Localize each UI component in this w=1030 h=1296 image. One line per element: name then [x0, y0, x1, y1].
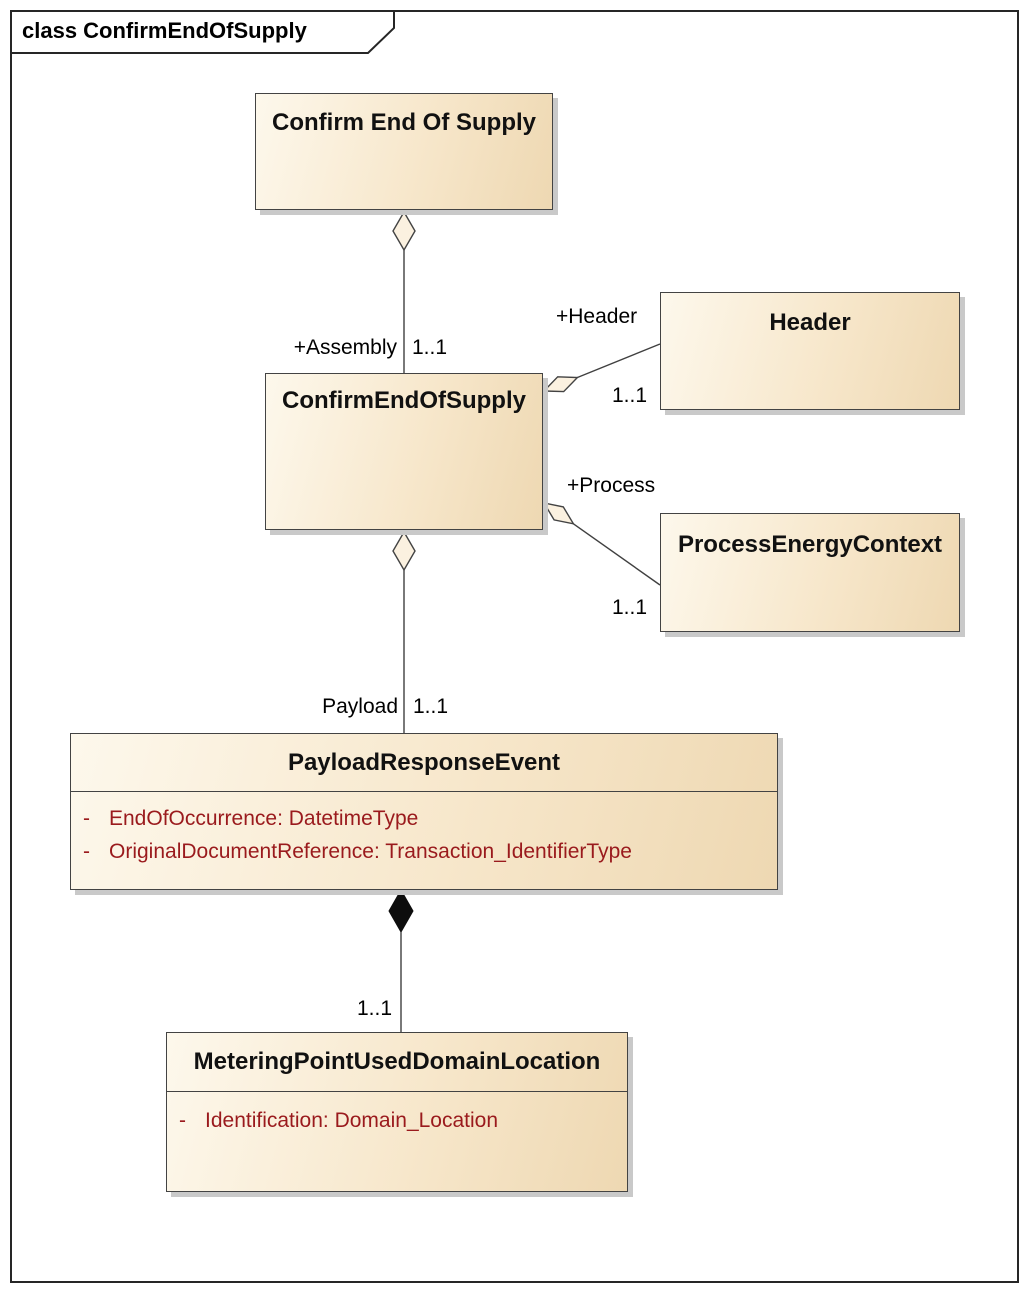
attribute-visibility: - — [83, 807, 90, 830]
aggregation-diamond-icon — [392, 530, 416, 572]
multiplicity-label-header: 1..1 — [612, 384, 648, 407]
aggregation-diamond-icon — [392, 210, 416, 252]
role-label-assembly: +Assembly — [293, 336, 397, 359]
attribute-text: EndOfOccurrence: DatetimeType — [109, 807, 419, 830]
class-name: ProcessEnergyContext — [677, 531, 943, 558]
connector-process — [572, 523, 661, 586]
class-box-process-energy-context[interactable]: ProcessEnergyContext — [660, 513, 960, 632]
attribute-visibility: - — [83, 840, 90, 863]
class-attribute: - OriginalDocumentReference: Transaction… — [71, 835, 777, 868]
class-attribute: - EndOfOccurrence: DatetimeType — [71, 802, 777, 835]
role-label-header: +Header — [556, 305, 638, 328]
class-name: Header — [769, 309, 851, 336]
role-label-process: +Process — [567, 474, 656, 497]
role-label-payload: Payload — [322, 695, 398, 718]
connector-header — [577, 343, 661, 379]
multiplicity-label-process: 1..1 — [612, 596, 648, 619]
class-box-confirm-end-of-supply-root[interactable]: Confirm End Of Supply — [255, 93, 553, 210]
multiplicity-label-payload: 1..1 — [413, 695, 449, 718]
attribute-text: OriginalDocumentReference: Transaction_I… — [109, 840, 632, 863]
aggregation-diamond-icon — [542, 502, 575, 525]
class-name: Confirm End Of Supply — [272, 109, 536, 136]
diagram-frame — [10, 10, 1019, 1283]
class-name: PayloadResponseEvent — [287, 748, 561, 776]
class-box-metering-point-used-domain-location[interactable]: MeteringPointUsedDomainLocation - Identi… — [166, 1032, 628, 1192]
diagram-title-tab — [10, 10, 395, 54]
class-box-payload-response-event[interactable]: PayloadResponseEvent - EndOfOccurrence: … — [70, 733, 778, 890]
class-name: MeteringPointUsedDomainLocation — [193, 1048, 601, 1075]
attribute-visibility: - — [179, 1109, 186, 1132]
class-box-header[interactable]: Header — [660, 292, 960, 410]
class-attribute: - Identification: Domain_Location — [167, 1104, 627, 1137]
class-box-confirm-end-of-supply[interactable]: ConfirmEndOfSupply — [265, 373, 543, 530]
multiplicity-label-assembly: 1..1 — [412, 336, 448, 359]
multiplicity-label-metering: 1..1 — [356, 997, 392, 1020]
composition-diamond-icon — [388, 888, 414, 934]
class-name: ConfirmEndOfSupply — [282, 387, 526, 414]
aggregation-diamond-icon — [542, 376, 580, 393]
diagram-title: class ConfirmEndOfSupply — [22, 18, 307, 43]
attribute-text: Identification: Domain_Location — [205, 1109, 499, 1132]
